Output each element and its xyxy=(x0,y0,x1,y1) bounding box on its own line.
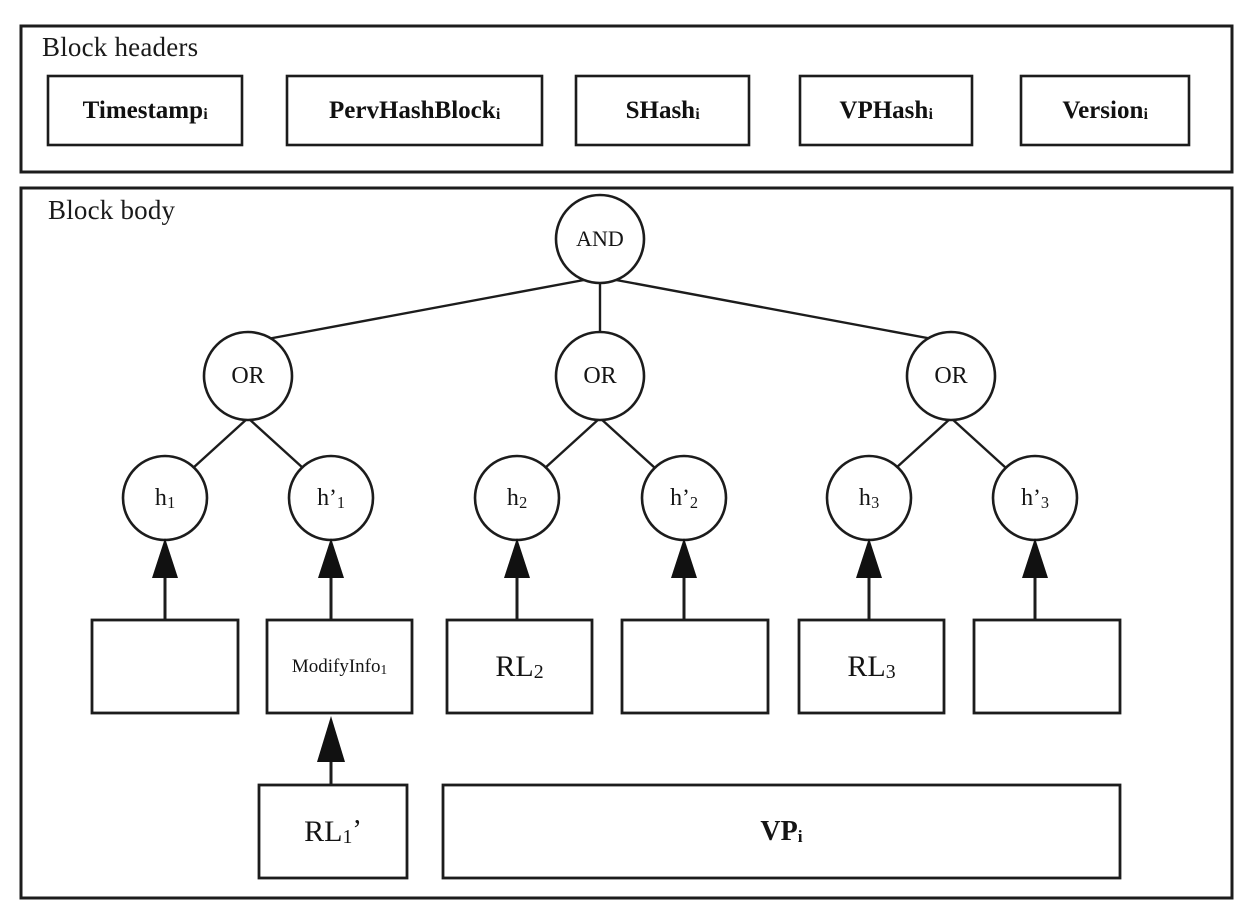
edge-and-to-or-1 xyxy=(261,275,601,342)
data-box-6 xyxy=(972,618,1122,715)
bottom-box-rl-1-prime xyxy=(257,783,409,880)
arrow-head-box3-to-h2 xyxy=(504,538,530,578)
header-field-box-pervhashblock xyxy=(285,74,544,147)
hash-node-h2-prime xyxy=(640,454,728,542)
data-box-rl-3 xyxy=(797,618,946,715)
edge-or1-to-h1-prime xyxy=(247,417,304,469)
block-headers-title: Block headers xyxy=(42,32,199,62)
logic-node-and xyxy=(554,193,646,285)
data-box-1 xyxy=(90,618,240,715)
header-field-box-timestamp xyxy=(46,74,244,147)
edge-or2-to-h2 xyxy=(544,417,601,469)
block-body-panel-border xyxy=(19,186,1234,900)
hash-node-h3-prime xyxy=(991,454,1079,542)
hash-node-h1-prime xyxy=(287,454,375,542)
hash-node-h3 xyxy=(825,454,913,542)
hash-node-h1 xyxy=(121,454,209,542)
arrow-head-box4-to-h2-prime xyxy=(671,538,697,578)
logic-node-or-1 xyxy=(202,330,294,422)
header-field-box-vphash xyxy=(798,74,974,147)
arrow-head-box5-to-h3 xyxy=(856,538,882,578)
edge-or2-to-h2-prime xyxy=(599,417,656,469)
header-field-box-version xyxy=(1019,74,1191,147)
bottom-box-vp-i xyxy=(441,783,1122,880)
edge-or1-to-h1 xyxy=(192,417,249,469)
arrow-head-box2-to-h1-prime xyxy=(318,538,344,578)
data-box-4 xyxy=(620,618,770,715)
arrow-head-box6-to-h3-prime xyxy=(1022,538,1048,578)
hash-node-h2 xyxy=(473,454,561,542)
arrow-head-rl1prime-to-modifyinfo xyxy=(317,716,345,762)
logic-node-or-2 xyxy=(554,330,646,422)
data-box-rl-2 xyxy=(445,618,594,715)
arrow-head-box1-to-h1 xyxy=(152,538,178,578)
edge-and-to-or-3 xyxy=(599,275,939,342)
edge-or3-to-h3 xyxy=(895,417,952,469)
header-field-box-shash xyxy=(574,74,751,147)
edge-or3-to-h3-prime xyxy=(950,417,1007,469)
data-box-modifyinfo-1 xyxy=(265,618,414,715)
logic-node-or-3 xyxy=(905,330,997,422)
block-body-title: Block body xyxy=(48,195,176,225)
